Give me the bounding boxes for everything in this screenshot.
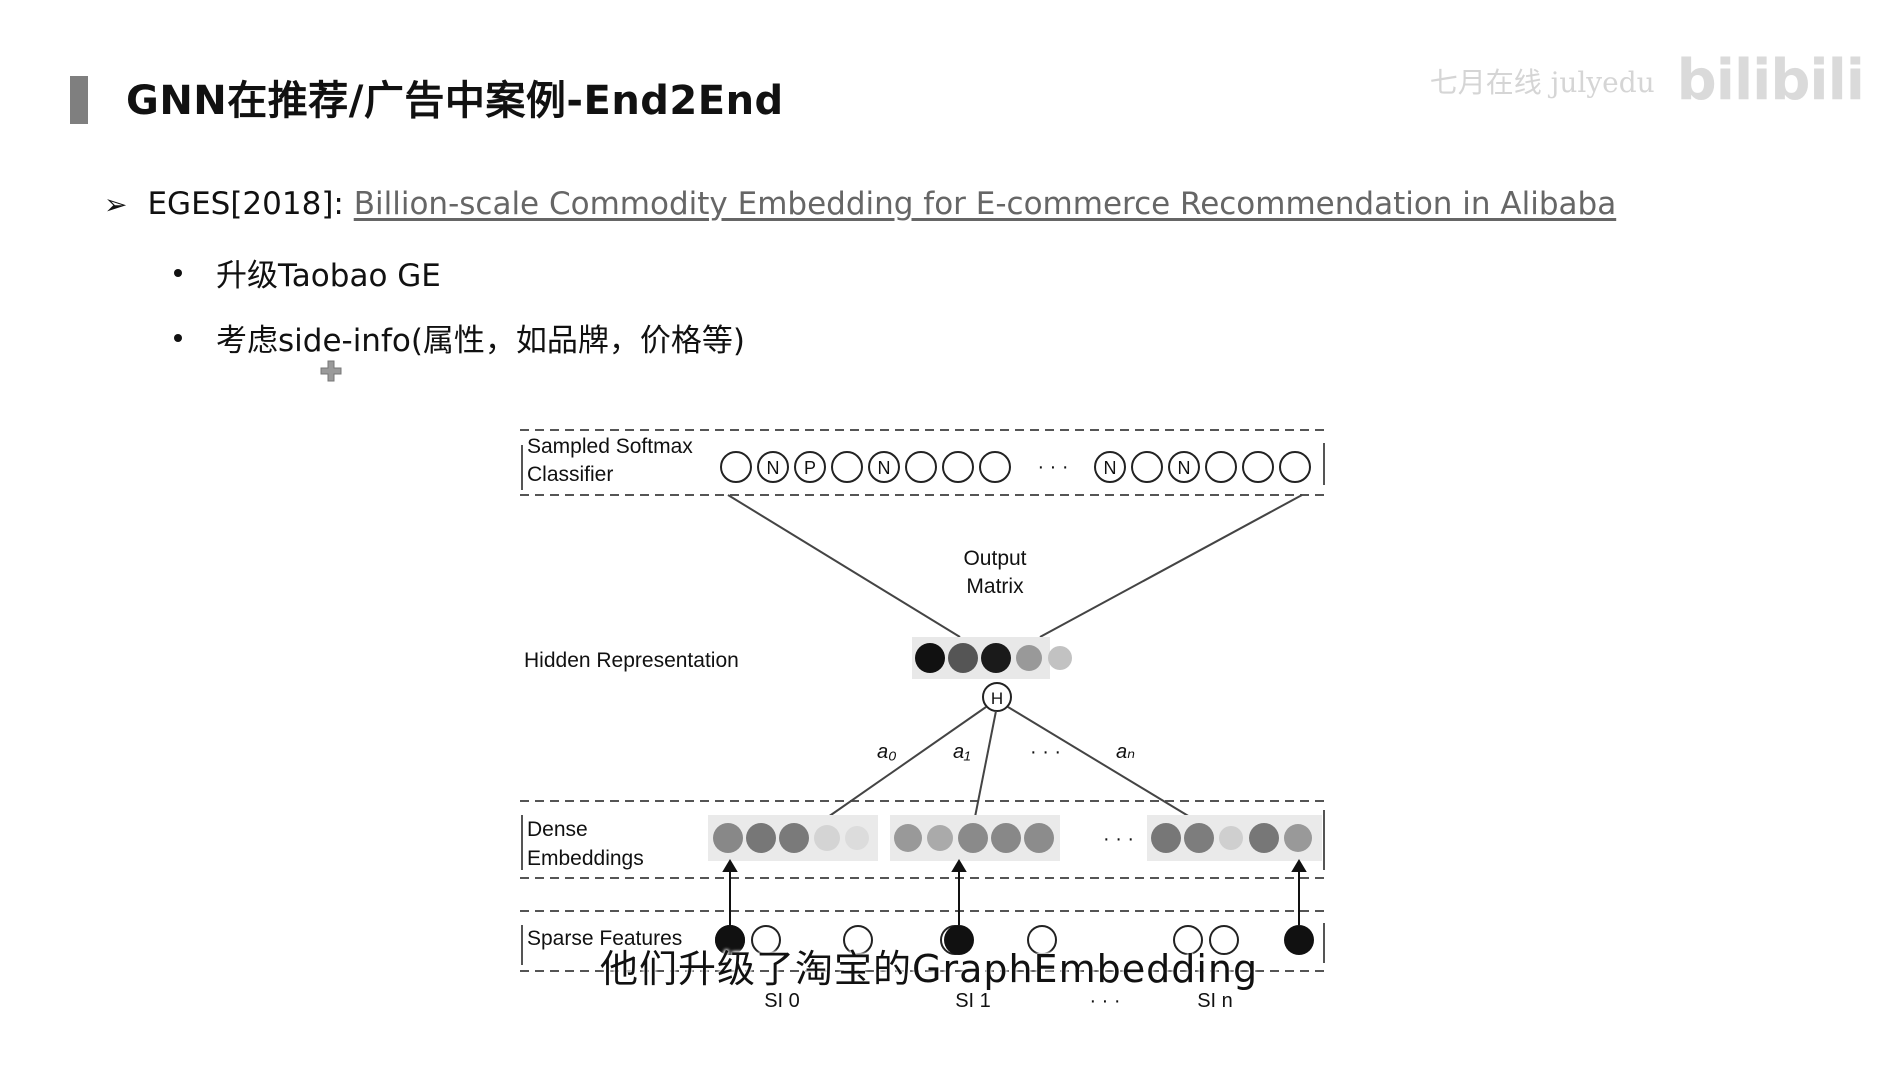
output-matrix-line2: Matrix [966,575,1024,598]
title-accent-bar [70,76,88,124]
paper-link[interactable]: Billion-scale Commodity Embedding for E-… [353,186,1617,222]
eges-diagram: Sampled Softmax Classifier N P N N N · [520,429,1325,1012]
classifier-node [1279,451,1311,483]
weight-an: aₙ [1116,741,1135,763]
classifier-node [1131,451,1163,483]
classifier-ellipsis: · · · [1037,456,1068,478]
sparse-node-active [715,925,745,955]
hidden-node [1048,646,1072,670]
si-label-0: SI 0 [764,990,800,1012]
aggregation-node [982,682,1012,712]
classifier-node [942,451,974,483]
watermark-handle: 七月在线 julyedu [1429,65,1655,99]
eges-architecture-figure: Sampled Softmax Classifier N P N N N · [510,415,1340,1020]
classifier-node [905,451,937,483]
node-label: N [1104,458,1117,478]
watermark: 七月在线 julyedu bilibili [1429,48,1865,113]
output-matrix-line1: Output [963,547,1026,570]
classifier-node-negative [757,451,789,483]
bullet-dot-icon [174,268,182,277]
node-label: N [1178,458,1191,478]
hidden-node [1016,645,1042,671]
classifier-node-negative [1094,451,1126,483]
video-subtitle: 他们升级了淘宝的GraphEmbedding [600,947,1259,991]
sparse-node-active [1284,925,1314,955]
reference-label: EGES[2018]: [147,186,354,222]
node-label: P [804,458,816,478]
bullet-text: 考虑side-info(属性，如品牌，价格等) [216,323,746,359]
classifier-node [1242,451,1274,483]
bilibili-logo: bilibili [1676,48,1865,113]
reference-item: ➢ EGES[2018]: Billion-scale Commodity Em… [104,186,1616,222]
weight-a0: a₀ [877,741,897,763]
sparse-node-active [944,925,974,955]
hidden-node [981,643,1011,673]
bullet-text: 升级Taobao GE [216,258,441,294]
weight-a1: a₁ [953,741,970,763]
node-label: N [878,458,891,478]
cursor-icon [320,360,342,382]
slide-title: GNN在推荐/广告中案例-End2End [126,78,784,124]
arrow-bullet-icon: ➢ [104,187,128,221]
classifier-label-line1: Sampled Softmax [527,435,693,458]
si-label-1: SI 1 [955,990,991,1012]
dense-label-line1: Dense [527,818,588,841]
classifier-node [979,451,1011,483]
classifier-node [831,451,863,483]
classifier-node-negative [868,451,900,483]
bullet-item: 考虑side-info(属性，如品牌，价格等) [174,315,745,360]
node-label: N [767,458,780,478]
si-ellipsis: · · · [1089,990,1120,1012]
hidden-node [948,643,978,673]
bullet-dot-icon [174,333,182,342]
aggregation-node-label: H [991,689,1003,708]
classifier-node [1205,451,1237,483]
classifier-node-negative [1168,451,1200,483]
dense-label-line2: Embeddings [527,847,644,870]
dense-ellipsis: · · · [1103,828,1134,850]
classifier-node [720,451,752,483]
classifier-label-line2: Classifier [527,463,613,486]
hidden-representation-label: Hidden Representation [524,649,739,672]
classifier-node-positive [794,451,826,483]
hidden-node [915,643,945,673]
sparse-label: Sparse Features [527,927,682,950]
bullet-item: 升级Taobao GE [174,250,441,295]
weight-ellipsis: · · · [1030,741,1061,763]
si-label-n: SI n [1197,990,1233,1012]
